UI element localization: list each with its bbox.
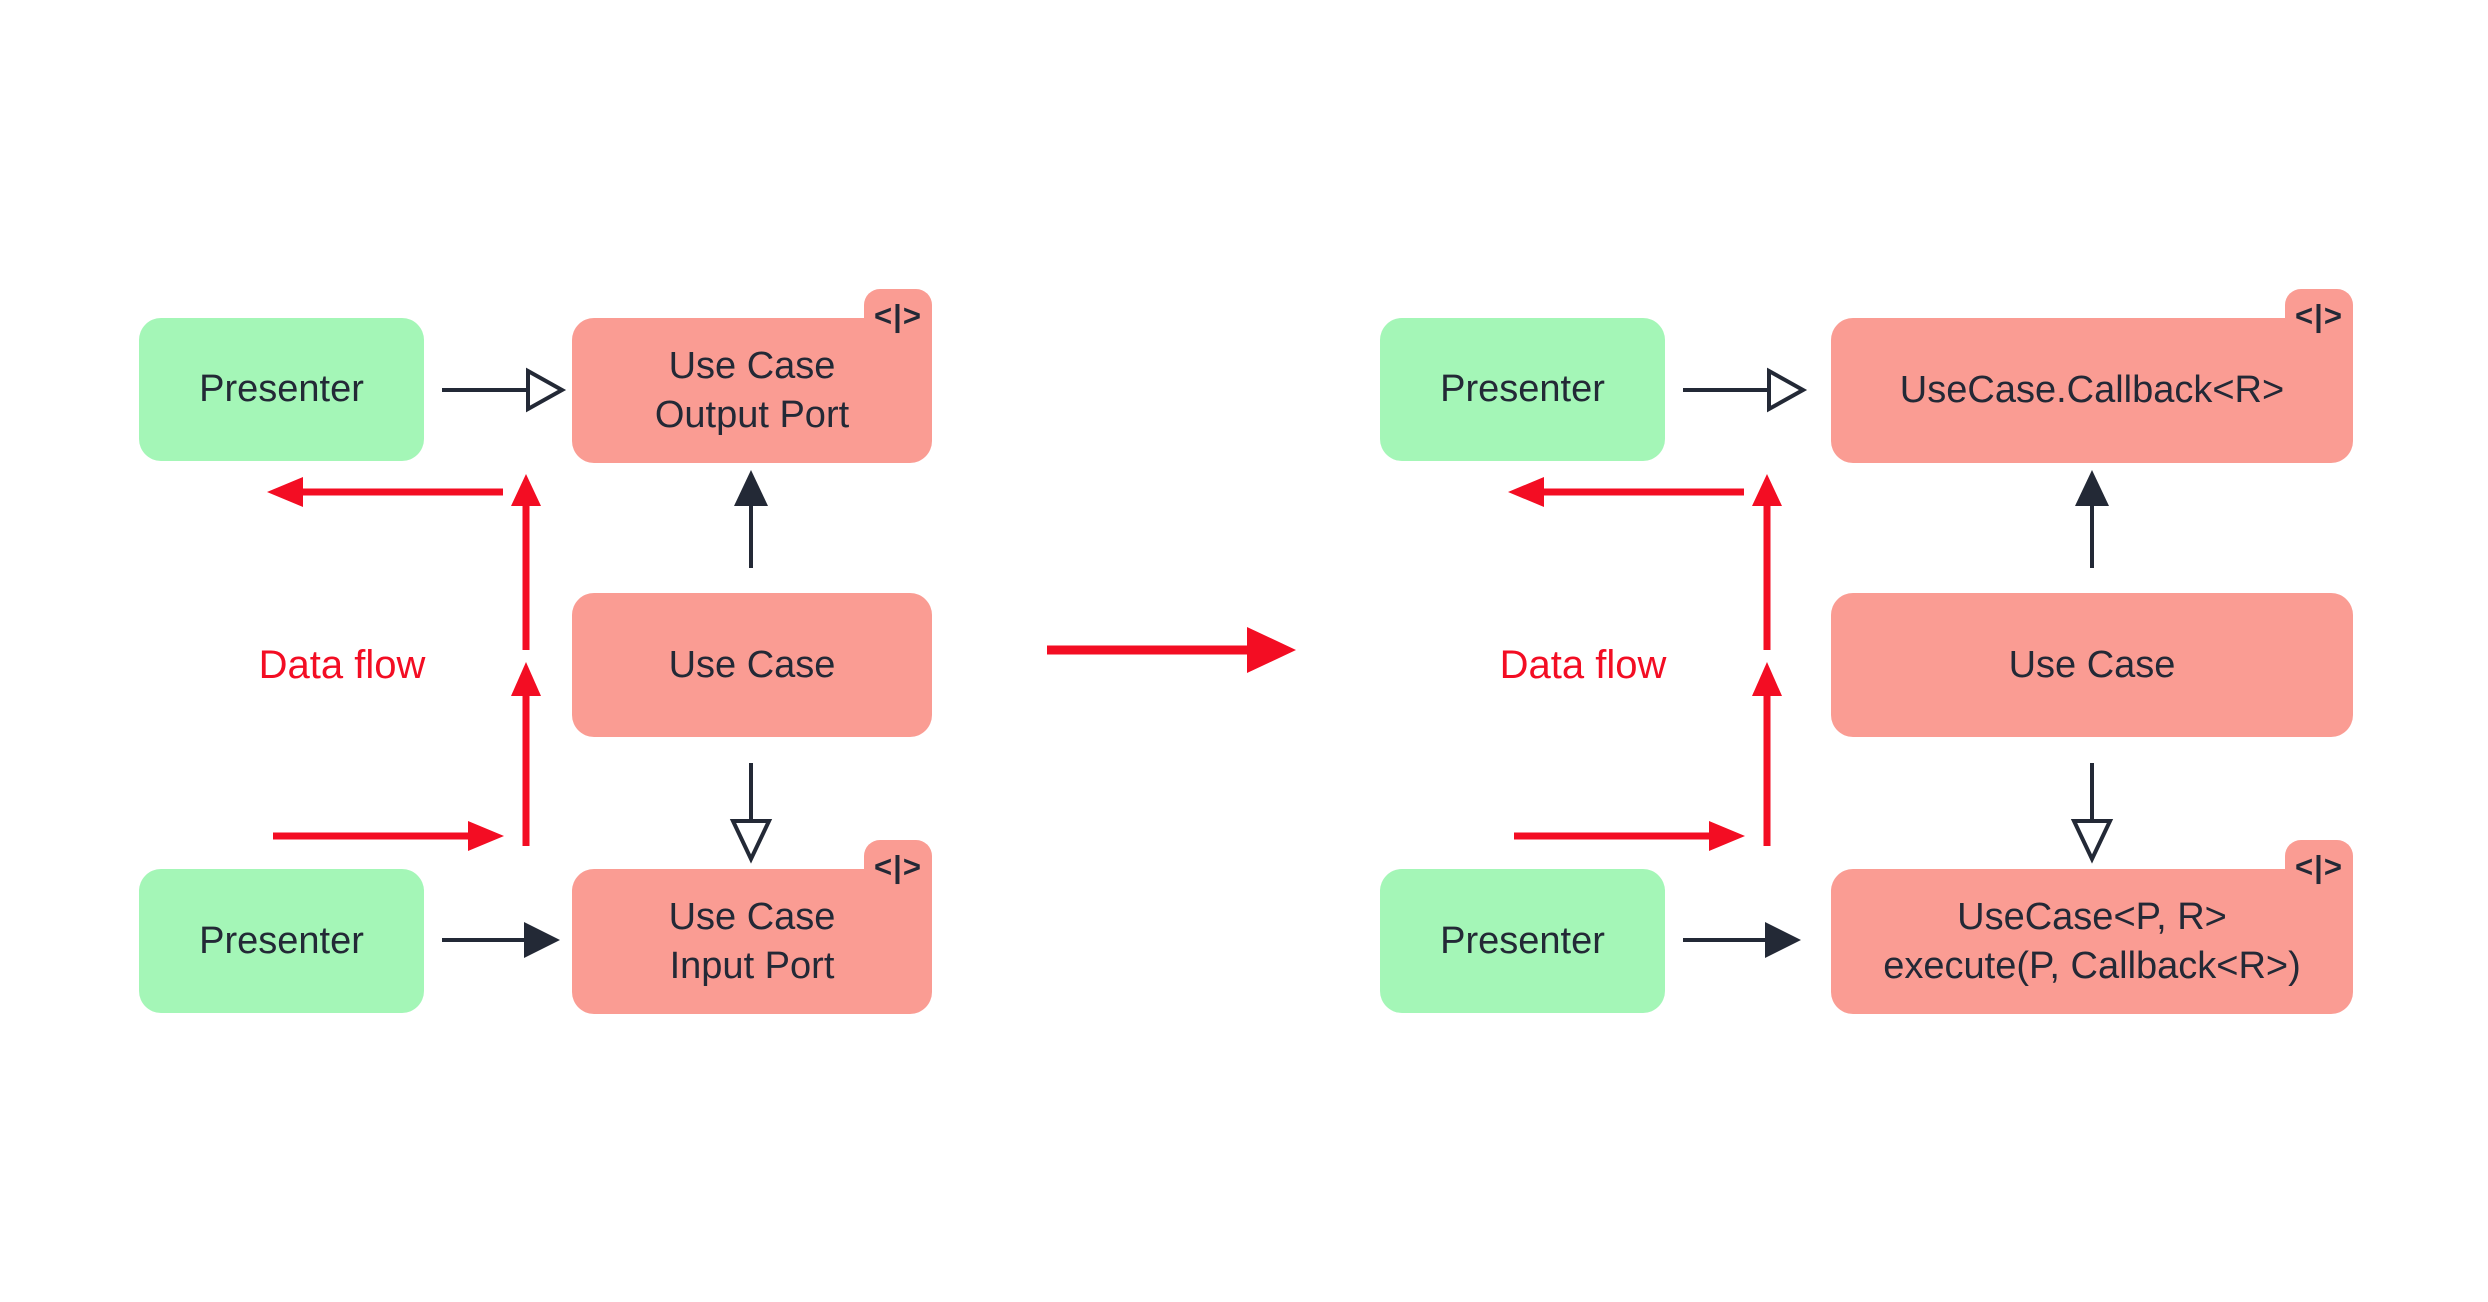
right-use-case-to-input-port-arrow <box>2070 763 2114 864</box>
interface-tab: <|> <box>864 289 932 349</box>
red-arrowhead <box>1247 627 1296 673</box>
input-port-label: Use Case Input Port <box>668 895 836 987</box>
presenter-bottom-label: Presenter <box>1440 919 1605 962</box>
solid-arrowhead <box>734 470 768 506</box>
solid-arrowhead <box>524 922 560 958</box>
red-arrowhead <box>267 477 303 507</box>
output-port-node: <|> UseCase.Callback<R> <box>1831 289 2353 463</box>
presenter-top-node: Presenter <box>1380 318 1665 461</box>
solid-arrowhead <box>2075 470 2109 506</box>
red-arrowhead <box>468 821 504 851</box>
code-interface-icon: <|> <box>2295 849 2343 884</box>
presenter-top-label: Presenter <box>199 368 364 411</box>
presenter-top-node: Presenter <box>139 318 424 461</box>
red-arrowhead <box>1752 662 1782 696</box>
right-data-flow-return-arrow <box>1508 477 1744 507</box>
solid-arrowhead <box>1765 922 1801 958</box>
use-case-node: Use Case <box>572 593 932 737</box>
code-interface-icon: <|> <box>874 849 922 884</box>
output-port-label: Use Case Output Port <box>654 344 850 436</box>
left-presenter-to-output-port-arrow <box>442 367 567 413</box>
open-arrowhead <box>526 367 567 413</box>
red-arrowhead <box>1752 474 1782 506</box>
red-arrowhead <box>1709 821 1745 851</box>
use-case-label: Use Case <box>2008 643 2176 686</box>
presenter-bottom-node: Presenter <box>1380 869 1665 1013</box>
output-port-node: <|> Use Case Output Port <box>572 289 932 463</box>
left-data-flow-return-arrow <box>267 477 503 507</box>
output-port-label: UseCase.Callback<R> <box>1899 369 2285 412</box>
input-port-node: <|> Use Case Input Port <box>572 840 932 1014</box>
code-interface-icon: <|> <box>2295 298 2343 333</box>
use-case-node: Use Case <box>1831 593 2353 737</box>
left-use-case-to-output-port-arrow <box>734 470 768 568</box>
left-data-flow-entry-arrow <box>273 821 504 851</box>
open-arrowhead <box>1767 367 1808 413</box>
data-flow-label: Data flow <box>1499 643 1667 687</box>
presenter-top-label: Presenter <box>1440 368 1605 411</box>
left-use-case-to-input-port-arrow <box>729 763 773 864</box>
data-flow-label: Data flow <box>258 643 426 687</box>
interface-tab: <|> <box>2285 289 2353 349</box>
right-presenter-to-input-port-arrow <box>1683 922 1801 958</box>
interface-tab: <|> <box>864 840 932 900</box>
right-data-flow-up-arrow <box>1752 474 1782 846</box>
left-data-flow-up-arrow <box>511 474 541 846</box>
right-data-flow-entry-arrow <box>1514 821 1745 851</box>
presenter-bottom-label: Presenter <box>199 919 364 962</box>
presenter-bottom-node: Presenter <box>139 869 424 1013</box>
input-port-label: UseCase<P, R> execute(P, Callback<R>) <box>1883 895 2301 987</box>
right-presenter-to-output-port-arrow <box>1683 367 1808 413</box>
open-arrowhead <box>2070 819 2114 864</box>
interface-tab: <|> <box>2285 840 2353 900</box>
code-interface-icon: <|> <box>874 298 922 333</box>
use-case-label: Use Case <box>668 643 836 686</box>
input-port-node: <|> UseCase<P, R> execute(P, Callback<R>… <box>1831 840 2353 1014</box>
red-arrowhead <box>511 662 541 696</box>
red-arrowhead <box>1508 477 1544 507</box>
right-use-case-to-output-port-arrow <box>2075 470 2109 568</box>
open-arrowhead <box>729 819 773 864</box>
left-presenter-to-input-port-arrow <box>442 922 560 958</box>
transition-arrow <box>1047 627 1296 673</box>
red-arrowhead <box>511 474 541 506</box>
